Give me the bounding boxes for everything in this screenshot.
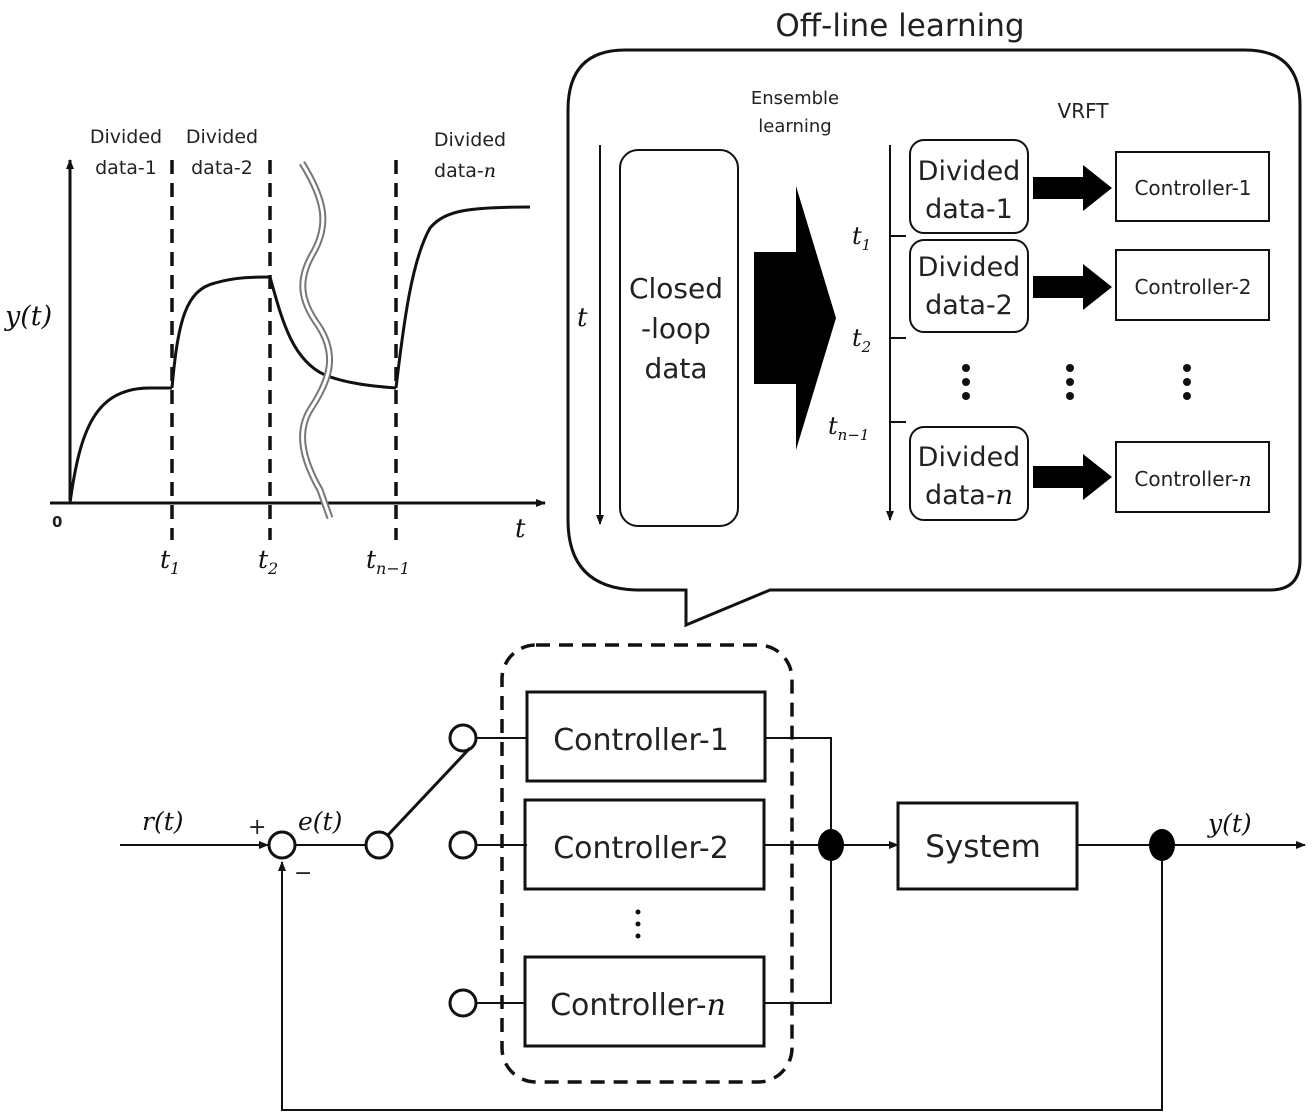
bubble-controller-2-label: Controller-2 — [1134, 275, 1251, 299]
controller-1-label: Controller-1 — [553, 723, 729, 758]
segment-1-label-line2: data-1 — [95, 157, 157, 179]
bubble-controller-1-label: Controller-1 — [1134, 176, 1251, 200]
divided-data-2-box — [909, 239, 1029, 333]
divided-data-1-line2: data-1 — [925, 194, 1013, 225]
tick-label-t2: t2 — [258, 545, 278, 578]
vrft-arrow-1-icon — [1033, 165, 1112, 211]
ensemble-arrow-icon — [754, 186, 836, 450]
ensemble-controller-group — [500, 643, 794, 1084]
vrft-label: VRFT — [1058, 99, 1110, 123]
feedback-path — [278, 861, 1163, 1111]
closed-loop-line2: -loop — [641, 312, 711, 345]
response-segment-1 — [68, 386, 172, 504]
ensemble-label-line2: learning — [758, 116, 831, 137]
response-segment-3 — [268, 276, 397, 390]
bubble-controller-n-box — [1115, 441, 1270, 513]
offline-learning-bubble: t Closed -loop data Ensemble learning VR… — [566, 48, 1302, 628]
divided-data-n-line2: data-n — [925, 480, 1013, 511]
bubble-ellipsis-icons — [962, 364, 1191, 400]
controller-n-label: Controller-n — [550, 988, 726, 1023]
vrft-arrow-2-icon — [1033, 264, 1112, 310]
controller-1-box — [525, 690, 767, 783]
segment-1-label-line1: Divided — [90, 126, 162, 148]
bubble-tick-t2: t2 — [852, 324, 871, 356]
offline-learning-title: Off-line learning — [775, 8, 1024, 44]
controller-n-box — [523, 955, 766, 1048]
divided-data-1-box — [909, 139, 1029, 234]
divided-data-2-line2: data-2 — [925, 290, 1013, 321]
controller-ellipsis-icon — [635, 909, 641, 939]
time-arrow-label: t — [577, 303, 588, 333]
y-axis-label: y(t) — [4, 301, 52, 332]
closed-loop-data-box — [619, 149, 739, 527]
segment-n-label-line1: Divided — [434, 129, 506, 151]
tick-label-t1: t1 — [160, 545, 180, 578]
divided-data-2-line1: Divided — [918, 252, 1021, 283]
controller-output-bus — [764, 737, 832, 1004]
closed-loop-line3: data — [644, 352, 707, 385]
selector-switch — [386, 746, 472, 837]
divided-data-n-line1: Divided — [918, 442, 1021, 473]
segment-n-label-line2: data-n — [434, 160, 496, 182]
segment-2-label-line1: Divided — [186, 126, 258, 148]
segment-2-label-line2: data-2 — [191, 157, 253, 179]
switch-contact-2 — [448, 830, 478, 860]
reference-label: r(t) — [142, 807, 184, 836]
response-segment-2 — [170, 275, 271, 389]
closed-loop-line1: Closed — [629, 272, 723, 305]
bubble-controller-2-box — [1115, 249, 1270, 321]
divided-data-n-box — [909, 426, 1029, 521]
segmented-response-plot: 0 t y(t) Divided data-1 Divided data-2 D… — [4, 126, 546, 578]
controller-2-label: Controller-2 — [553, 831, 729, 866]
bubble-controller-n-label: Controller-n — [1134, 467, 1251, 491]
origin-label: 0 — [52, 513, 62, 531]
response-segment-n — [394, 205, 531, 389]
error-label: e(t) — [298, 807, 342, 836]
bubble-tick-tn-1: tn−1 — [828, 412, 869, 444]
vrft-arrow-n-icon — [1033, 454, 1112, 500]
switch-contact-1 — [448, 723, 478, 753]
bubble-outline — [566, 48, 1302, 628]
system-label: System — [925, 829, 1041, 865]
feedback-pickoff-node — [1149, 829, 1175, 861]
summing-junction — [267, 830, 297, 860]
switch-input-node — [364, 830, 394, 860]
output-label: y(t) — [1207, 809, 1252, 838]
bubble-controller-1-box — [1115, 151, 1270, 222]
divided-data-1-line1: Divided — [918, 156, 1021, 187]
axis-break-icon — [299, 161, 334, 520]
closed-loop-block-diagram: r(t) + − e(t) Controller-1 Controller-2 … — [120, 643, 1306, 1111]
bubble-tick-t1: t1 — [852, 222, 871, 254]
tick-label-tn-1: tn−1 — [366, 545, 410, 578]
output-junction-node — [818, 829, 844, 861]
plus-sign: + — [248, 815, 266, 840]
x-axis-label: t — [515, 514, 526, 544]
ensemble-label-line1: Ensemble — [751, 88, 839, 109]
switch-contact-n — [448, 988, 478, 1018]
minus-sign: − — [294, 861, 312, 886]
